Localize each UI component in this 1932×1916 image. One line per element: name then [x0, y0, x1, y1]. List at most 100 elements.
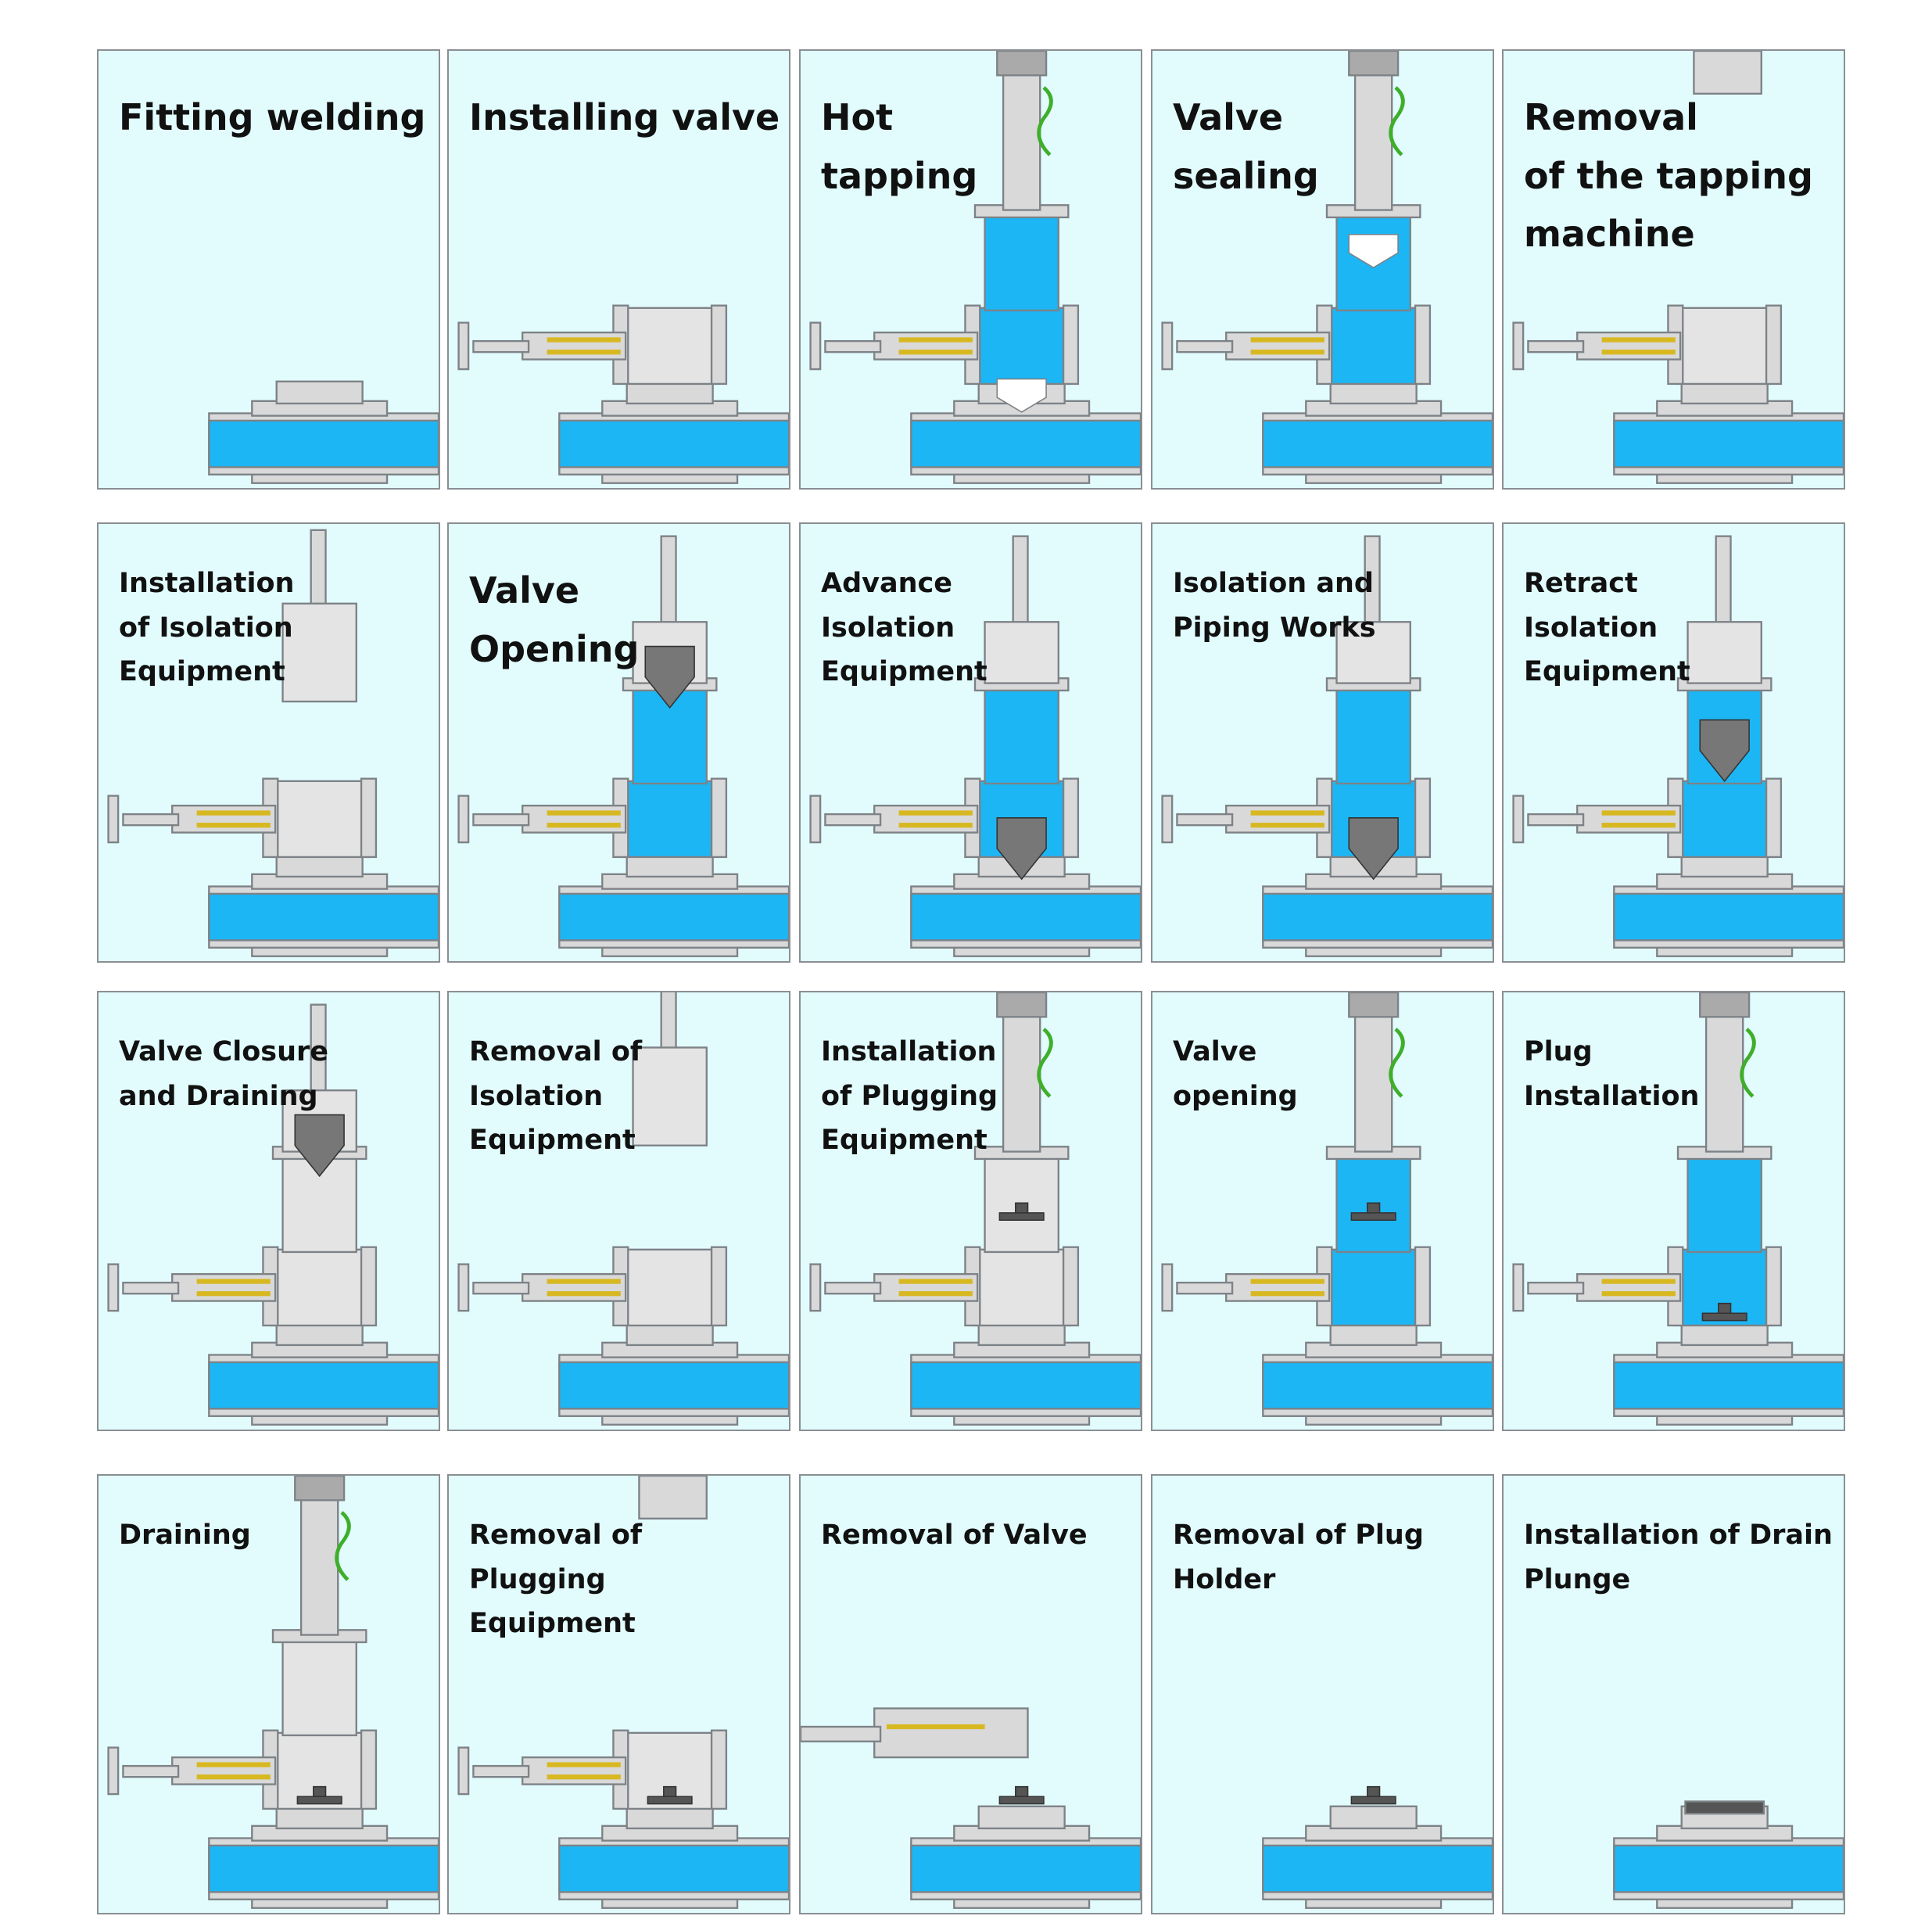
pipe-fluid — [1613, 419, 1844, 468]
handwheel-icon — [107, 1746, 120, 1796]
handwheel-icon — [1512, 795, 1525, 844]
step-title-line: Installation of Drain — [1524, 1520, 1833, 1551]
pipe-fluid — [558, 419, 789, 468]
valve-seat-seal — [196, 810, 271, 816]
housing — [984, 682, 1059, 785]
step-illustration — [809, 535, 1141, 957]
hydraulic-hose-icon — [1389, 86, 1405, 156]
valve-seat-seal — [1601, 1279, 1676, 1284]
pipe-fluid — [1613, 892, 1844, 942]
pipe-fluid — [558, 892, 789, 942]
valve-seat-seal — [1250, 350, 1324, 355]
pipe-fluid — [208, 892, 439, 942]
valve-body — [269, 780, 370, 859]
step-title-line: Equipment — [821, 1125, 988, 1157]
valve-seat-seal — [547, 810, 621, 816]
valve-flange-right — [1062, 777, 1080, 859]
valve-body — [619, 780, 720, 859]
isolation-head-icon — [294, 1114, 345, 1178]
valve-flange-right — [710, 1729, 728, 1810]
valve-seat-seal — [196, 1291, 271, 1297]
pipe-fluid — [1262, 1844, 1493, 1893]
valve-seat-seal — [547, 823, 621, 828]
valve-flange-right — [1414, 777, 1432, 859]
pipe-fluid — [208, 1361, 439, 1410]
isolation-housing — [1686, 621, 1762, 684]
cutter-icon — [1348, 234, 1399, 269]
valve-seat-seal — [898, 337, 973, 343]
valve-body — [619, 307, 720, 386]
handwheel-icon — [1512, 1263, 1525, 1312]
step-panel: Removal of Valve — [799, 1474, 1142, 1914]
isolation-rod — [660, 535, 677, 630]
fitting-neck — [625, 380, 714, 405]
plug-icon — [647, 1785, 693, 1805]
step-illustration — [208, 380, 439, 484]
valve-stem — [824, 339, 882, 353]
step-title-line: Removal of — [469, 1036, 643, 1067]
valve-flange-right — [1062, 1246, 1080, 1327]
step-title-line: Draining — [119, 1520, 251, 1551]
valve-stem — [1527, 813, 1585, 827]
valve-stem — [1527, 339, 1585, 353]
valve-body — [1323, 307, 1424, 386]
step-illustration — [457, 535, 789, 957]
hydraulic-hose-icon — [1389, 1028, 1405, 1098]
step-title-line: Plugging — [469, 1563, 606, 1595]
step-title-line: Equipment — [821, 656, 988, 688]
step-title-line: of Plugging — [821, 1080, 998, 1112]
valve-seat-seal — [196, 823, 271, 828]
isolation-housing — [984, 621, 1059, 684]
drive-head — [294, 1476, 346, 1502]
step-title-line: Isolation — [1524, 612, 1658, 644]
fitting-neck — [275, 380, 364, 405]
valve-seat-seal — [1601, 350, 1676, 355]
valve-body — [1674, 307, 1775, 386]
step-title: Removal of Valve — [821, 1513, 1088, 1558]
valve-seat-seal — [1250, 337, 1324, 343]
valve-stem — [824, 813, 882, 827]
fitting-neck — [1329, 380, 1418, 405]
valve-seat-seal — [898, 1279, 973, 1284]
step-title: Draining — [119, 1513, 251, 1558]
tapping-machine — [299, 1476, 339, 1636]
step-title-line: Equipment — [469, 1125, 636, 1157]
valve-body — [1674, 780, 1775, 859]
valve-stem — [824, 1281, 882, 1295]
step-panel: Fitting welding — [97, 49, 440, 490]
pipe-fluid — [208, 1844, 439, 1893]
valve-bonnet — [1225, 804, 1331, 834]
step-title-line: opening — [1173, 1080, 1298, 1112]
step-title-line: Isolation — [821, 612, 955, 644]
step-title-line: Holder — [1173, 1563, 1276, 1595]
step-title-line: Installation — [1524, 1080, 1700, 1112]
step-title-line: Equipment — [1524, 656, 1690, 688]
valve-body — [1323, 1248, 1424, 1327]
plug-icon — [1350, 1785, 1396, 1805]
valve-seat-seal — [1601, 337, 1676, 343]
fitting-neck — [275, 1322, 364, 1347]
housing — [281, 1634, 357, 1737]
isolation-rod — [1715, 535, 1732, 630]
valve-bonnet — [1225, 1272, 1331, 1302]
valve-body — [269, 1248, 370, 1327]
step-title-line: Removal of — [469, 1520, 643, 1551]
step-illustration — [1512, 535, 1844, 957]
valve-flange-right — [1765, 777, 1783, 859]
step-illustration — [1613, 1800, 1844, 1909]
drive-head — [996, 51, 1048, 77]
valve-seat-seal — [1250, 810, 1324, 816]
pipe-fluid — [558, 1361, 789, 1410]
valve-seat-seal — [1250, 1279, 1324, 1284]
step-title-line: Equipment — [469, 1608, 636, 1640]
